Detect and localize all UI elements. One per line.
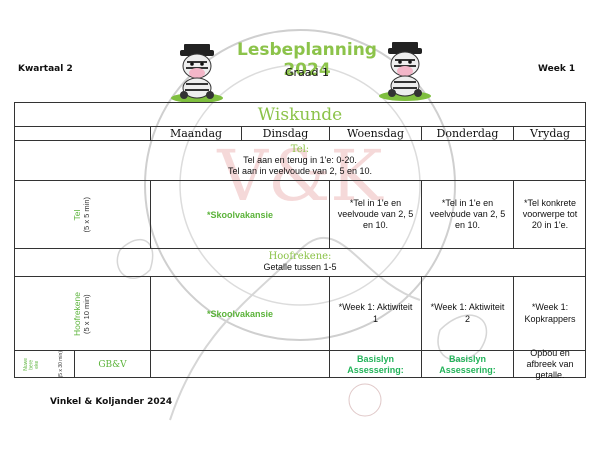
gbv-friday-cell: Opbou en afbreek van getalle.: [526, 347, 574, 381]
footer-credit: Vinkel & Koljander 2024: [50, 397, 173, 407]
tel-friday-cell: *Tel konkrete voorwerpe tot 20 in 1'e.: [514, 181, 586, 249]
day-header-thursday: Donderdag: [422, 127, 514, 141]
gbv-thursday-cell: Basislyn Assessering:: [422, 351, 514, 378]
hoofrekene-row-duration: (5 x 10 min): [82, 293, 92, 334]
zebra-mascot-right: [379, 42, 431, 101]
hoofrekene-row-label: Hoofrekene (5 x 10 min): [15, 277, 151, 351]
day-header-friday: Vrydag: [514, 127, 586, 141]
tel-holiday-cell: *Skoolvakansie: [151, 181, 330, 249]
day-header-tuesday: Dinsdag: [242, 127, 330, 141]
tel-wednesday-cell: *Tel in 1'e en veelvoude van 2, 5 en 10.: [330, 181, 422, 249]
gbv-row-duration: (5 x 30 min): [58, 351, 65, 378]
tel-thursday-cell: *Tel in 1'e en veelvoude van 2, 5 en 10.: [422, 181, 514, 249]
term-label: Kwartaal 2: [18, 64, 73, 74]
tel-row-duration: (5 x 5 min): [82, 196, 92, 233]
gbv-row-label: Nuwe bere eke (5 x 30 min): [15, 351, 75, 378]
hoofrekene-friday-cell: *Week 1: Kopkrappers: [514, 277, 586, 351]
week-label: Week 1: [538, 64, 576, 74]
corner-cell: [15, 127, 151, 141]
gbv-wednesday-cell: Basislyn Assessering:: [330, 351, 422, 378]
gbv-subject-cell: GB&V: [75, 351, 151, 378]
gbv-empty-cell: [151, 351, 330, 378]
hoofrekene-holiday-cell: *Skoolvakansie: [151, 277, 330, 351]
lesson-plan-table: Wiskunde Maandag Dinsdag Woensdag Donder…: [14, 102, 586, 381]
hoofrekene-section-header: Hoofrekene: Getalle tussen 1-5: [15, 249, 586, 277]
hoofrekene-wednesday-cell: *Week 1: Aktiwiteit 1: [330, 277, 422, 351]
hoofrekene-line-1: Getalle tussen 1-5: [263, 262, 337, 273]
page-title: Lesbeplanning 2024: [237, 40, 377, 80]
hoofrekene-title: Hoofrekene:: [268, 251, 332, 263]
hoofrekene-thursday-cell: *Week 1: Aktiwiteit 2: [422, 277, 514, 351]
tel-title: Tel:: [290, 143, 310, 155]
subject-header: Wiskunde: [15, 103, 586, 127]
tel-section-header: Tel: Tel aan en terug in 1'e: 0-20. Tel …: [15, 141, 586, 181]
gbv-label-c: eke: [34, 360, 41, 369]
zebra-mascot-left: [171, 44, 223, 103]
day-header-monday: Maandag: [151, 127, 242, 141]
day-header-wednesday: Woensdag: [330, 127, 422, 141]
tel-line-2: Tel aan in veelvoude van 2, 5 en 10.: [227, 166, 373, 176]
grade-label: Graad 1: [284, 66, 329, 79]
tel-line-1: Tel aan en terug in 1'e: 0-20.: [243, 154, 357, 165]
tel-row-label: Tel (5 x 5 min): [15, 181, 151, 249]
